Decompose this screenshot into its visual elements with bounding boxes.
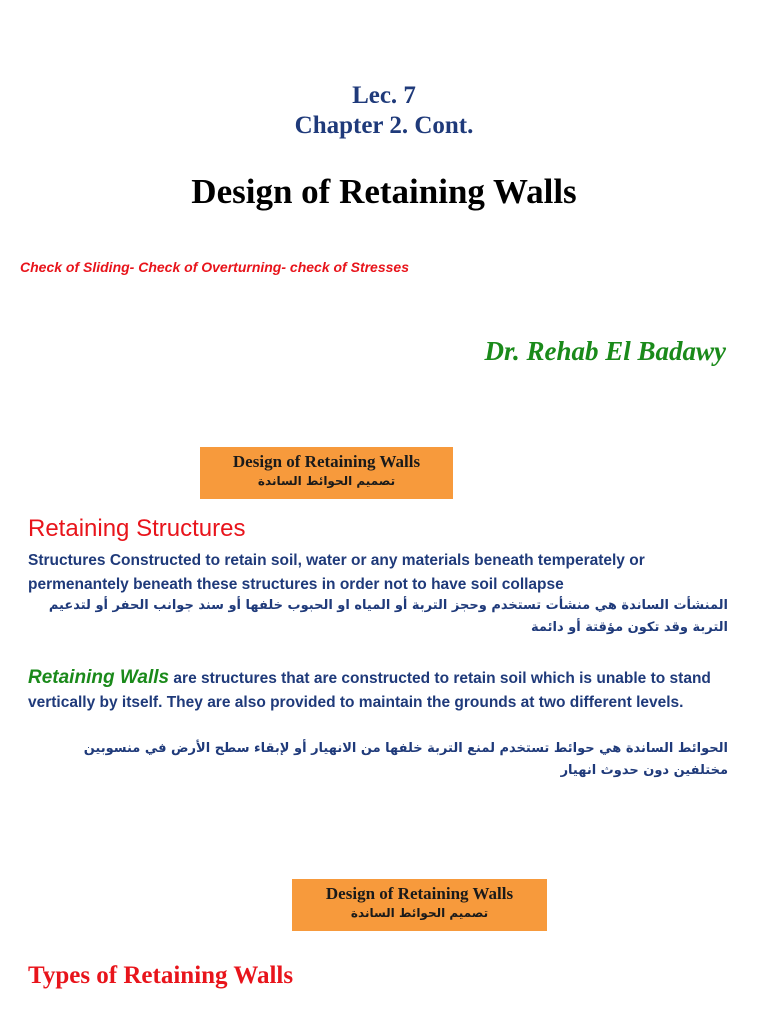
banner-title-en: Design of Retaining Walls (232, 452, 421, 471)
author-name: Dr. Rehab El Badawy (484, 336, 726, 366)
retaining-structures-heading: Retaining Structures (28, 515, 246, 542)
banner-title-en: Design of Retaining Walls (325, 884, 514, 903)
types-heading: Types of Retaining Walls (28, 962, 294, 989)
retaining-structures-arabic: المنشأت الساندة هي منشأت تستخدم وحجز الت… (48, 598, 728, 635)
section-banner-1: Design of Retaining Walls تصميم الحوائط … (200, 447, 453, 499)
lecture-number: Lec. 7 (352, 82, 416, 109)
chapter-label: Chapter 2. Cont. (294, 112, 474, 139)
banner-title-ar: تصميم الحوائط الساندة (257, 474, 396, 488)
section-banner-2: Design of Retaining Walls تصميم الحوائط … (292, 879, 547, 931)
retaining-walls-paragraph: Retaining Walls are structures that are … (28, 666, 743, 715)
topic-subtitle: Check of Sliding- Check of Overturning- … (20, 259, 409, 275)
retaining-walls-term: Retaining Walls (28, 667, 170, 688)
retaining-structures-paragraph: Structures Constructed to retain soil, w… (28, 552, 645, 593)
retaining-walls-arabic: الحوائط الساندة هي حوائط تستخدم لمنع الت… (83, 741, 728, 778)
page-title: Design of Retaining Walls (191, 172, 577, 211)
banner-title-ar: تصميم الحوائط الساندة (350, 906, 489, 920)
retaining-walls-definition: are structures that are constructed to r… (28, 670, 711, 711)
